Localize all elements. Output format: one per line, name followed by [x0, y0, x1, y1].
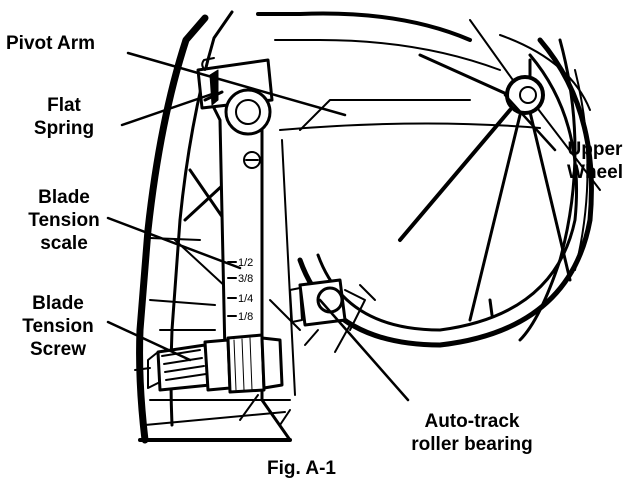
- scale-marks: 1/2 3/8 1/4 1/8: [238, 257, 253, 323]
- label-auto-track-line-2: roller bearing: [411, 434, 533, 455]
- label-flat-spring-line-1: Flat: [47, 95, 81, 116]
- leader-upper-wheel: [503, 93, 557, 152]
- scale-mark-2: 3/8: [238, 273, 253, 285]
- leader-auto-track: [318, 298, 410, 402]
- label-blade-tension-scale-line-2: Tension: [28, 210, 100, 231]
- leader-lines: [106, 51, 557, 402]
- label-flat-spring: Flat Spring: [16, 94, 112, 140]
- figure-caption: Fig. A-1: [267, 458, 336, 479]
- pivot-arm-drawing: [196, 57, 274, 357]
- leader-tension-screw: [106, 320, 192, 362]
- label-blade-tension-scale-line-1: Blade: [38, 187, 90, 208]
- leader-flat-spring: [120, 91, 217, 127]
- label-blade-tension-scale-line-3: scale: [40, 233, 88, 254]
- label-blade-tension-screw-line-3: Screw: [30, 339, 86, 360]
- tension-screw-drawing: [134, 333, 284, 394]
- scale-mark-3: 1/4: [238, 293, 253, 305]
- leader-tension-scale: [106, 216, 242, 270]
- label-blade-tension-screw-line-1: Blade: [32, 293, 84, 314]
- label-upper-wheel-line-1: Upper: [567, 139, 623, 160]
- label-upper-wheel-line-2: Wheel: [567, 162, 623, 183]
- leader-pivot-arm: [126, 51, 347, 117]
- label-flat-spring-line-2: Spring: [33, 118, 95, 139]
- scale-mark-1: 1/2: [238, 257, 253, 269]
- label-auto-track-line-1: Auto-track: [424, 411, 520, 432]
- label-pivot-arm: Pivot Arm: [6, 32, 95, 55]
- label-pivot-arm-text: Pivot Arm: [6, 33, 96, 54]
- label-auto-track: Auto-track roller bearing: [392, 410, 552, 456]
- label-blade-tension-scale: Blade Tension scale: [16, 186, 112, 255]
- upper-wheel-drawing: [297, 19, 601, 348]
- scale-mark-4: 1/8: [238, 311, 253, 323]
- label-blade-tension-screw-line-2: Tension: [22, 316, 94, 337]
- label-blade-tension-screw: Blade Tension Screw: [8, 292, 108, 361]
- flat-spring-drawing: [203, 90, 224, 102]
- label-upper-wheel: Upper Wheel: [556, 138, 634, 184]
